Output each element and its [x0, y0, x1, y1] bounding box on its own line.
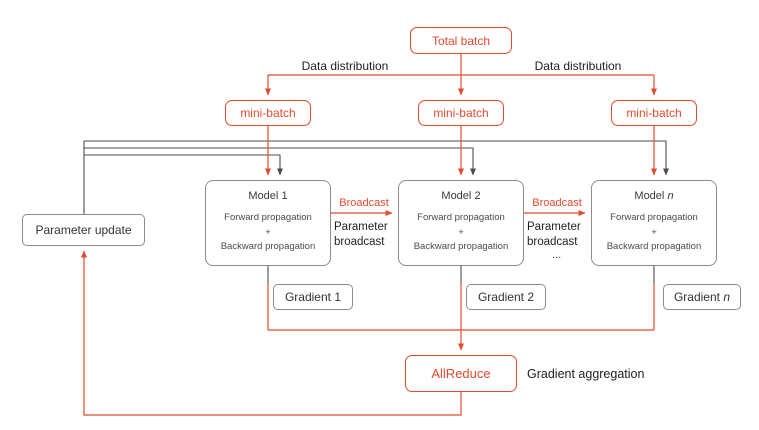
total-batch-box: Total batch [410, 27, 512, 54]
plus-label: + [651, 226, 657, 238]
data-flow-wires [81, 54, 657, 416]
parameter-update-wires [83, 140, 669, 283]
parameter-broadcast-note-1: Parameter broadcast [334, 221, 388, 248]
model-body: Forward propagation + Backward propagati… [414, 211, 509, 255]
model-body: Forward propagation + Backward propagati… [221, 211, 316, 255]
gradient-index: 2 [527, 290, 535, 304]
forward-propagation-label: Forward propagation [224, 212, 312, 223]
gradient-index: 1 [334, 290, 342, 304]
broadcast-arrow-label-1: Broadcast [339, 197, 389, 209]
backward-propagation-label: Backward propagation [220, 241, 316, 253]
gradient-index: n [723, 290, 731, 304]
model-index: n [667, 190, 674, 202]
model-name: Model [248, 190, 279, 202]
model-name: Model [441, 190, 472, 202]
gradient-name: Gradient [284, 290, 331, 304]
gradient-name: Gradient [673, 290, 720, 304]
broadcast-arrow-label-2: Broadcast [532, 197, 582, 209]
plus-label: + [458, 226, 464, 238]
data-distribution-label-right: Data distribution [534, 59, 622, 73]
backward-propagation-label: Backward propagation [606, 241, 702, 253]
plus-label: + [265, 226, 271, 238]
data-distribution-label-left: Data distribution [301, 59, 389, 73]
parameter-broadcast-note-2: Parameter broadcast [527, 221, 581, 248]
model-body: Forward propagation + Backward propagati… [607, 211, 702, 255]
model-index: 1 [281, 190, 288, 202]
gradient-name: Gradient [477, 290, 524, 304]
mini-batch-box-2: mini-batch [418, 100, 504, 126]
continuation-ellipsis: ... [552, 249, 562, 261]
forward-propagation-label: Forward propagation [610, 212, 698, 223]
model-index: 2 [474, 190, 481, 202]
mini-batch-box-3: mini-batch [611, 100, 697, 126]
mini-batch-box-1: mini-batch [225, 100, 311, 126]
allreduce-box: AllReduce [405, 355, 517, 392]
parameter-update-box: Parameter update [22, 214, 145, 246]
backward-propagation-label: Backward propagation [413, 241, 509, 253]
gradient-aggregation-label: Gradient aggregation [527, 367, 645, 381]
forward-propagation-label: Forward propagation [417, 212, 505, 223]
model-name: Model [634, 190, 665, 202]
